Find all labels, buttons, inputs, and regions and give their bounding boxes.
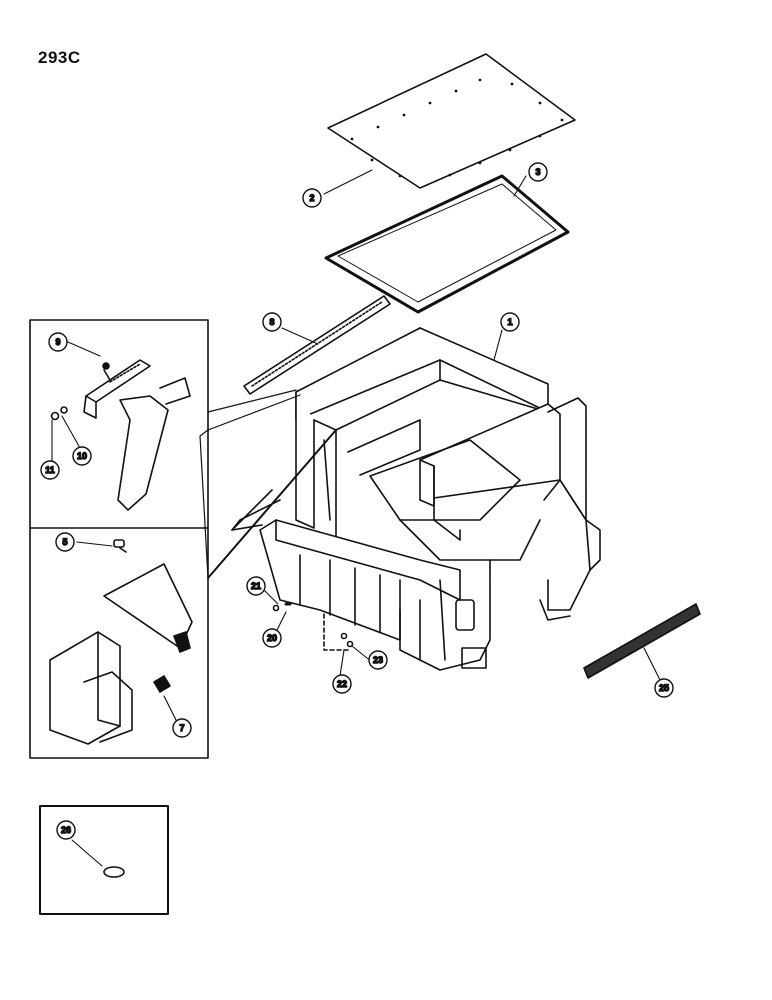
callout-26: 26 [56,820,76,840]
callout-leaders [51,169,661,867]
callout-25-label: 25 [659,683,669,693]
callout-11-label: 11 [45,465,55,475]
callout-3-label: 3 [535,167,540,177]
callout-9-label: 9 [55,337,60,347]
roof-panel [327,53,576,189]
callout-3: 3 [528,162,548,182]
callout-8: 8 [262,312,282,332]
callout-1-label: 1 [507,317,512,327]
page-code: 293C [38,48,81,67]
callout-1: 1 [500,312,520,332]
callout-7: 7 [172,718,192,738]
callout-11: 11 [40,460,60,480]
upper-inset-parts [50,359,191,511]
callout-10: 10 [72,446,92,466]
callout-22-label: 22 [337,679,347,689]
roof-seal [324,174,570,314]
detail-inset [29,319,209,759]
callout-2: 2 [302,188,322,208]
callout-25: 25 [654,678,674,698]
callout-2-label: 2 [309,193,314,203]
callout-10-label: 10 [77,451,87,461]
callout-20: 20 [262,628,282,648]
callout-21: 21 [246,576,266,596]
callout-23: 23 [368,650,388,670]
mount-fasteners [272,602,354,651]
callout-5: 5 [55,532,75,552]
inset-leader-bottom [207,429,337,579]
inset-leader-top [207,389,301,431]
callout-26-label: 26 [61,825,71,835]
callout-9: 9 [48,332,68,352]
callout-20-label: 20 [267,633,277,643]
callout-7-label: 7 [179,723,184,733]
callout-23-label: 23 [373,655,383,665]
callout-21-label: 21 [251,581,261,591]
callout-8-label: 8 [269,317,274,327]
callout-22: 22 [332,674,352,694]
trim-strip [583,603,701,679]
cab-frame [231,327,601,671]
lower-inset-parts [49,539,193,745]
plug-inset [39,805,169,915]
callout-5-label: 5 [62,537,67,547]
